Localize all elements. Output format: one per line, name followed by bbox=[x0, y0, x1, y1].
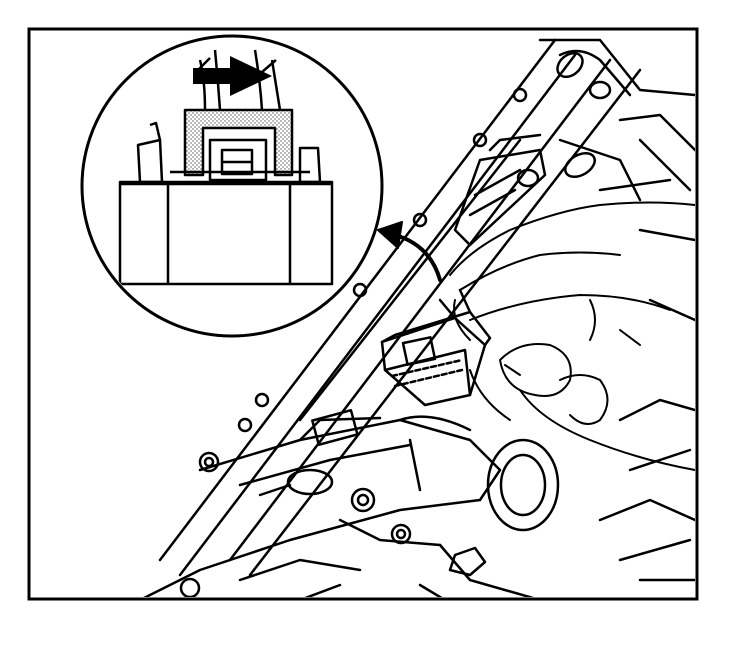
pointer-curved-arrow-icon bbox=[377, 221, 442, 282]
release-direction-arrow-icon bbox=[193, 56, 272, 96]
harness-connector bbox=[380, 288, 492, 407]
detail-magnifier-circle-icon bbox=[80, 34, 384, 338]
harness-bracket bbox=[453, 133, 547, 247]
detail-connector-housing bbox=[118, 180, 334, 286]
solenoid-assembly bbox=[143, 409, 560, 597]
hand bbox=[449, 201, 695, 471]
valve-body-casting bbox=[158, 38, 695, 582]
detail-lock-clip bbox=[183, 108, 294, 177]
bolts bbox=[179, 451, 487, 597]
